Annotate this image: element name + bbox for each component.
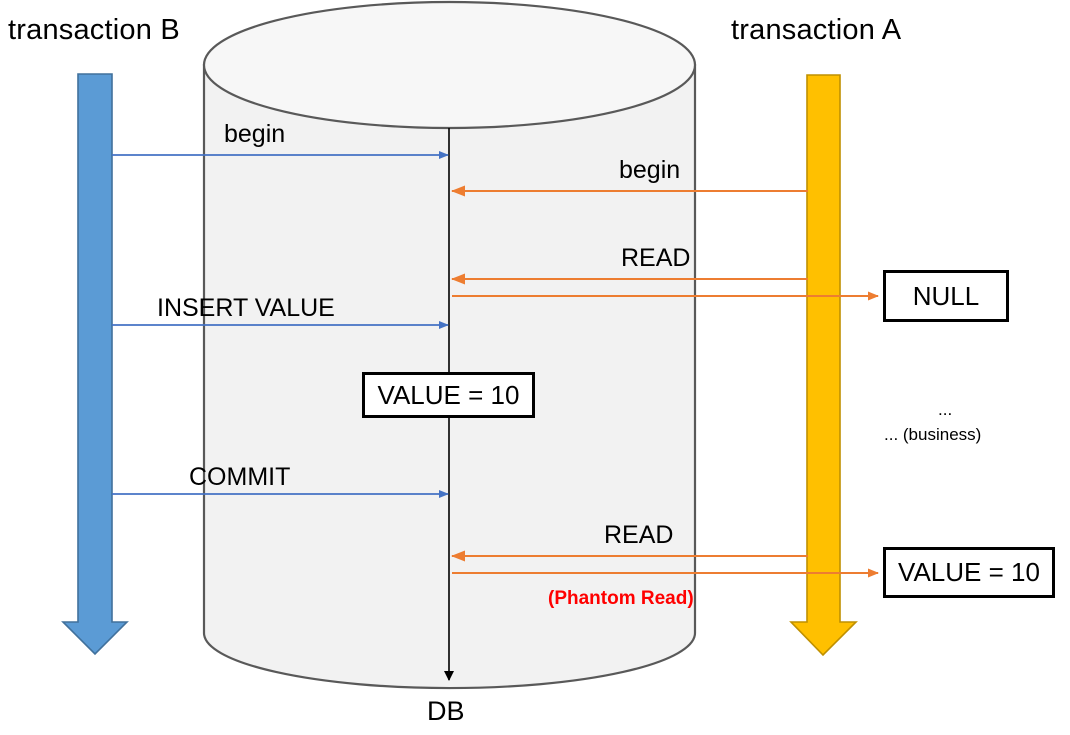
db-state-box: VALUE = 10	[362, 372, 535, 418]
read-result-null-box: NULL	[883, 270, 1009, 322]
business-dots-annotation: ...	[938, 400, 953, 419]
business-annotation: ... (business)	[884, 425, 982, 444]
transaction-a-title: transaction A	[731, 14, 902, 46]
read-result-value-box: VALUE = 10	[883, 547, 1055, 598]
db-state-box-label: VALUE = 10	[377, 379, 520, 410]
db-label: DB	[427, 696, 465, 726]
message-label-b-begin: begin	[224, 120, 286, 148]
message-label-b-commit: COMMIT	[189, 463, 291, 491]
message-label-a-read-2: READ	[604, 521, 674, 549]
message-label-a-begin: begin	[619, 156, 681, 184]
message-label-b-insert: INSERT VALUE	[157, 294, 335, 322]
transaction-b-lifeline-arrow	[61, 73, 129, 656]
read-result-null-label: NULL	[912, 280, 980, 311]
phantom-read-annotation: (Phantom Read)	[548, 588, 694, 609]
transaction-a-lifeline-arrow	[789, 74, 858, 657]
read-result-value-label: VALUE = 10	[898, 557, 1040, 587]
message-label-a-read-1: READ	[621, 244, 691, 272]
transaction-b-title: transaction B	[8, 14, 180, 46]
